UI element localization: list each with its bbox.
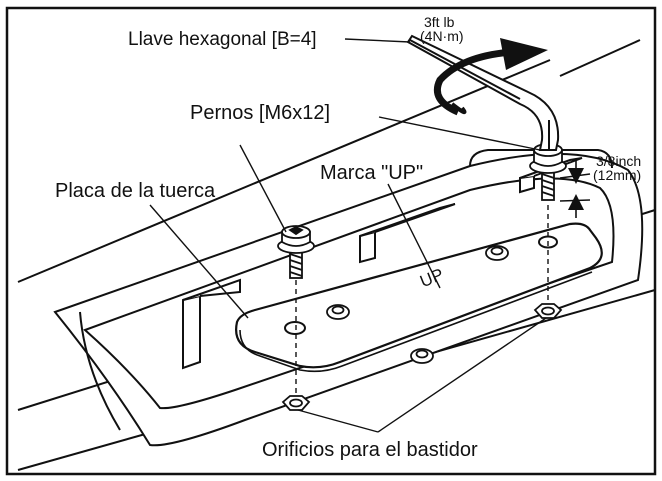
frame-hole-nuts — [281, 303, 563, 411]
nut-plate: UP — [235, 222, 603, 373]
protrusion-label-line1: 3/8inch — [596, 153, 641, 169]
protrusion-dimension — [559, 160, 591, 218]
bolt-icon — [277, 225, 315, 279]
plate-hole — [284, 321, 306, 335]
leader-lines — [149, 38, 547, 433]
protrusion-label-line2: (12mm) — [593, 167, 641, 183]
hex-key-label: Llave hexagonal [B=4] — [128, 29, 317, 50]
bracket-tabs — [182, 157, 583, 370]
bolts-label: Pernos [M6x12] — [190, 102, 330, 124]
up-mark-label: Marca "UP" — [320, 162, 423, 184]
hex-key-icon — [406, 34, 560, 151]
torque-label-line1: 3ft lb — [424, 14, 455, 30]
nut-icon — [326, 245, 509, 364]
frame-holes-label: Orificios para el bastidor — [262, 439, 478, 461]
alignment-lines — [295, 205, 549, 395]
torque-label-line2: (4N·m) — [420, 28, 464, 44]
nut-icon — [533, 303, 563, 319]
outer-frame — [5, 6, 657, 476]
rotation-arrow-icon — [433, 38, 548, 116]
nut-icon — [281, 395, 311, 411]
nut-plate-label: Placa de la tuerca — [55, 180, 216, 202]
